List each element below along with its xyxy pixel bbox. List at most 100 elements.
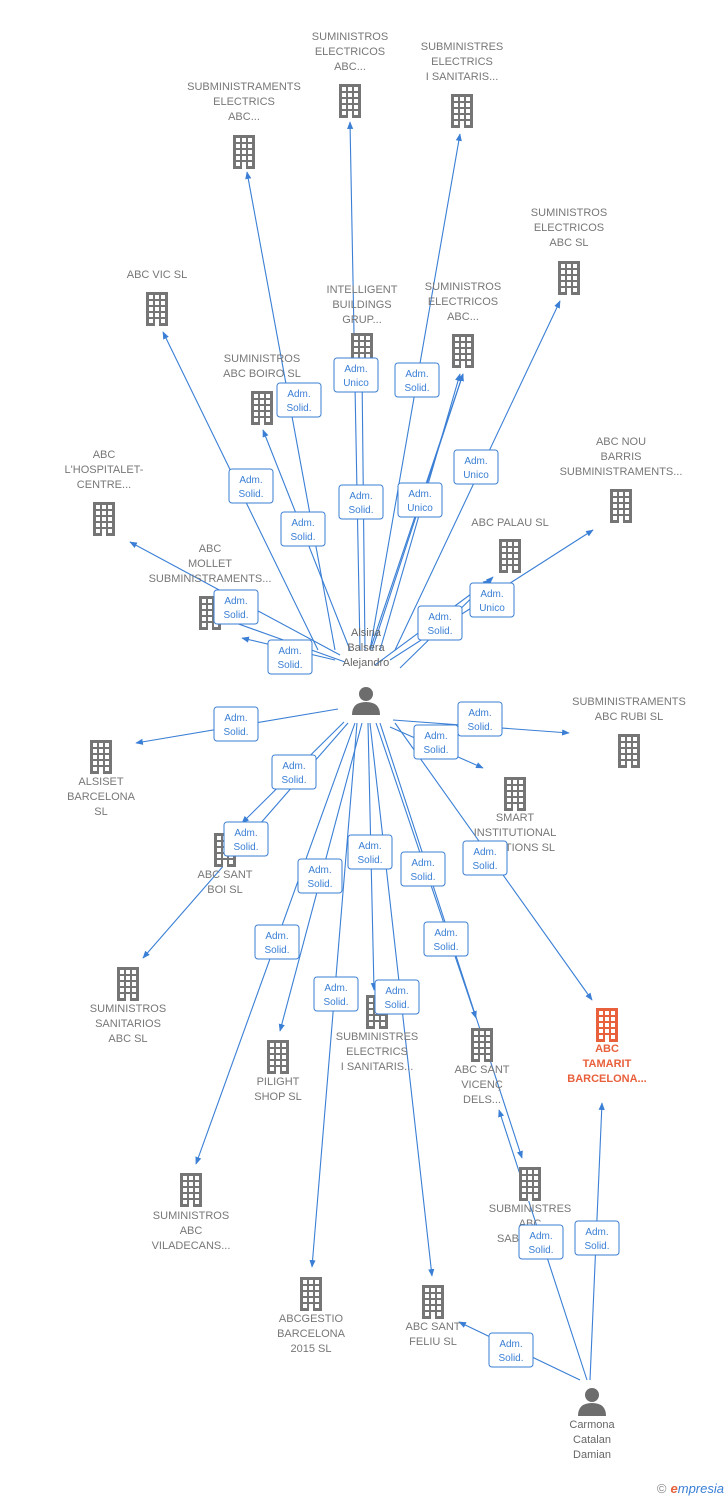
empresia-brand[interactable]: ©empresia	[657, 1481, 724, 1496]
node-label[interactable]: SUBMINISTRES	[336, 1031, 419, 1043]
node-label[interactable]: SHOP SL	[254, 1091, 302, 1103]
node-label[interactable]: ELECTRICOS	[534, 222, 604, 234]
node-label[interactable]: INTELLIGENT	[327, 284, 398, 296]
node-label[interactable]: Balsera	[347, 642, 385, 654]
node-label[interactable]: SMART	[496, 812, 535, 824]
sum_elec_abc_top-building-icon[interactable]	[339, 84, 361, 118]
edge-label-text: Solid.	[584, 1241, 609, 1252]
node-label[interactable]: ABC SL	[549, 237, 588, 249]
node-label[interactable]: ABCGESTIO	[279, 1313, 344, 1325]
node-label[interactable]: SUBMINISTRES	[489, 1203, 572, 1215]
subministres_sabadell-building-icon[interactable]	[519, 1167, 541, 1201]
node-label[interactable]: Carmona	[569, 1419, 615, 1431]
node-label[interactable]: ABC BOIRO SL	[223, 368, 301, 380]
node-label[interactable]: SUMINISTROS	[153, 1210, 229, 1222]
node-label[interactable]: SANITARIOS	[95, 1018, 161, 1030]
node-label[interactable]: I SANITARIS...	[341, 1061, 414, 1073]
subministraments_rubi-building-icon[interactable]	[618, 734, 640, 768]
edge-label-text: Solid.	[290, 532, 315, 543]
node-label[interactable]: SUMINISTROS	[224, 353, 300, 365]
node-label[interactable]: TAMARIT	[583, 1058, 632, 1070]
node-label[interactable]: BOI SL	[207, 884, 242, 896]
node-label[interactable]: ABC VIC SL	[127, 269, 188, 281]
node-label[interactable]: SUMINISTROS	[312, 31, 388, 43]
node-label[interactable]: BUILDINGS	[332, 299, 391, 311]
node-label[interactable]: ELECTRICOS	[315, 46, 385, 58]
node-label[interactable]: ABC	[93, 449, 116, 461]
node-label[interactable]: I SANITARIS...	[426, 71, 499, 83]
node-label[interactable]: L'HOSPITALET-	[65, 464, 144, 476]
node-label[interactable]: BARCELONA	[277, 1328, 346, 1340]
node-label[interactable]: BARRIS	[601, 451, 642, 463]
node-label[interactable]: ELECTRICS	[431, 56, 493, 68]
node-label[interactable]: Alejandro	[343, 657, 389, 669]
node-label[interactable]: MOLLET	[188, 558, 232, 570]
node-label[interactable]: SUBMINISTRAMENTS	[572, 696, 686, 708]
node-label[interactable]: ALSISET	[78, 776, 124, 788]
node-label[interactable]: ABC	[180, 1225, 203, 1237]
node-label[interactable]: SUMINISTROS	[425, 281, 501, 293]
node-label[interactable]: ABC PALAU SL	[471, 517, 548, 529]
sum_viladecans-building-icon[interactable]	[180, 1173, 202, 1207]
sum_sanitarios-building-icon[interactable]	[117, 967, 139, 1001]
node-label[interactable]: Catalan	[573, 1434, 611, 1446]
node-label[interactable]: SUBMINISTRAMENTS...	[560, 466, 683, 478]
edge-label-box: Adm.Solid.	[313, 976, 359, 1012]
node-label[interactable]: BARCELONA	[67, 791, 136, 803]
abcgestio-building-icon[interactable]	[300, 1277, 322, 1311]
node-label[interactable]: SUMINISTROS	[531, 207, 607, 219]
node-label[interactable]: SUBMINISTRAMENTS	[187, 81, 301, 93]
node-label[interactable]: ABC SANT	[197, 869, 252, 881]
node-label[interactable]: ABC	[199, 543, 222, 555]
node-label[interactable]: Damian	[573, 1449, 611, 1461]
node-label[interactable]: ABC...	[447, 311, 479, 323]
subministres_elec_san_top-building-icon[interactable]	[451, 94, 473, 128]
carmona-person-icon[interactable]	[578, 1388, 606, 1416]
node-label[interactable]: ABC SANT	[405, 1321, 460, 1333]
node-label[interactable]: ABC NOU	[596, 436, 646, 448]
edge-label-text: Solid.	[281, 775, 306, 786]
node-label[interactable]: CENTRE...	[77, 479, 131, 491]
node-label[interactable]: SUBMINISTRAMENTS...	[149, 573, 272, 585]
edge-label-box: Adm.Solid.	[374, 979, 420, 1015]
subministraments_elec_abc-building-icon[interactable]	[233, 135, 255, 169]
abc_hospitalet-building-icon[interactable]	[93, 502, 115, 536]
node-label[interactable]: ABC...	[228, 111, 260, 123]
abc_sant_feliu-building-icon[interactable]	[422, 1285, 444, 1319]
node-label[interactable]: GRUP...	[342, 314, 382, 326]
node-label[interactable]: ELECTRICS	[213, 96, 275, 108]
node-label[interactable]: SL	[94, 806, 107, 818]
abc_tamarit-building-icon[interactable]	[596, 1008, 618, 1042]
node-label[interactable]: INSTITUTIONAL	[474, 827, 557, 839]
node-label[interactable]: FELIU SL	[409, 1336, 457, 1348]
node-label[interactable]: SUMINISTROS	[90, 1003, 166, 1015]
edge-label-text: Solid.	[277, 660, 302, 671]
sum_abc_boiro-building-icon[interactable]	[251, 391, 273, 425]
node-label[interactable]: ABC SANT	[454, 1064, 509, 1076]
node-label[interactable]: SUBMINISTRES	[421, 41, 504, 53]
node-label[interactable]: ABC RUBI SL	[595, 711, 663, 723]
abc_nou_barris-building-icon[interactable]	[610, 489, 632, 523]
node-label[interactable]: Alsina	[351, 627, 382, 639]
node-label[interactable]: ABC...	[334, 61, 366, 73]
node-label[interactable]: ABC	[595, 1043, 619, 1055]
smart-building-icon[interactable]	[504, 777, 526, 811]
sum_elec_abc_mid-building-icon[interactable]	[452, 334, 474, 368]
abc_palau-building-icon[interactable]	[499, 539, 521, 573]
alsiset-building-icon[interactable]	[90, 740, 112, 774]
node-label[interactable]: ABC SL	[108, 1033, 147, 1045]
node-label[interactable]: BARCELONA...	[567, 1073, 646, 1085]
node-label[interactable]: PILIGHT	[257, 1076, 300, 1088]
pilight-building-icon[interactable]	[267, 1040, 289, 1074]
node-label[interactable]: ELECTRICS	[346, 1046, 408, 1058]
node-label[interactable]: VICENÇ	[461, 1079, 503, 1091]
alsina-person-icon[interactable]	[352, 687, 380, 715]
node-label[interactable]: VILADECANS...	[152, 1240, 231, 1252]
abc_sant_vicenc-building-icon[interactable]	[471, 1028, 493, 1062]
abc_vic-building-icon[interactable]	[146, 292, 168, 326]
sum_elec_abc_sl-building-icon[interactable]	[558, 261, 580, 295]
edge-label-frame	[223, 821, 269, 857]
node-label[interactable]: DELS...	[463, 1094, 501, 1106]
node-label[interactable]: 2015 SL	[291, 1343, 332, 1355]
node-label[interactable]: ELECTRICOS	[428, 296, 498, 308]
